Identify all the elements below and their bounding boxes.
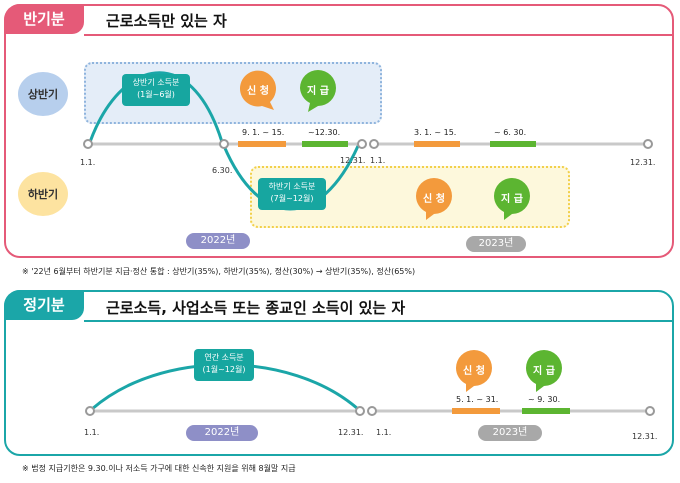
- tick-dot: [355, 406, 365, 416]
- pay-bubble-upper-shape: [300, 70, 336, 112]
- heading-underline: [84, 34, 672, 36]
- tick-dot: [643, 139, 653, 149]
- annual-period: (1월~12월): [202, 365, 246, 374]
- year-2022-badge: 2022년: [186, 233, 250, 249]
- tick-dot: [83, 139, 93, 149]
- apply-label: 신 청: [463, 366, 485, 377]
- first-half-pill: 상반기 소득분 (1월~6월): [122, 74, 190, 106]
- apply-label-lower: 신 청: [423, 194, 445, 205]
- pay-date-2023: ~ 6. 30.: [494, 128, 527, 137]
- pay-bar-2022: [302, 141, 348, 147]
- apply-bar-2022: [238, 141, 286, 147]
- tick-dot: [85, 406, 95, 416]
- regular-tag: 정기분: [4, 290, 84, 320]
- heading-underline: [84, 320, 672, 322]
- first-half-period: (1월~6월): [137, 90, 175, 99]
- apply-label-upper: 신 청: [247, 86, 269, 97]
- tick-label: 6.30.: [212, 166, 233, 175]
- first-half-title: 상반기 소득분: [132, 78, 180, 87]
- second-half-period: (7월~12월): [270, 194, 314, 203]
- half-year-tag: 반기분: [4, 4, 84, 34]
- apply-date: 5. 1. ~ 31.: [456, 395, 499, 404]
- tick-label: 1.1.: [80, 158, 96, 167]
- regular-heading: 근로소득, 사업소득 또는 종교인 소득이 있는 자: [106, 299, 406, 317]
- apply-bubble-upper-shape: [239, 70, 276, 110]
- half-year-heading: 근로소득만 있는 자: [106, 12, 227, 30]
- pay-label-lower: 지 급: [501, 194, 523, 205]
- pay-label-upper: 지 급: [307, 86, 329, 97]
- regular-panel: [4, 290, 674, 456]
- apply-bar: [452, 408, 500, 414]
- tick-label: 12.31.: [630, 158, 656, 167]
- tick-label: 1.1.: [376, 428, 392, 437]
- tick-label: 12.31.: [340, 156, 366, 165]
- tick-label: 1.1.: [370, 156, 386, 165]
- tick-dot: [645, 406, 655, 416]
- apply-date-2023: 3. 1. ~ 15.: [414, 128, 457, 137]
- half-year-panel: [4, 4, 674, 258]
- apply-bubble-shape: [456, 350, 492, 392]
- year-2023-badge: 2023년: [478, 425, 542, 441]
- tick-dot: [357, 139, 367, 149]
- pay-bubble-lower-shape: [494, 178, 530, 220]
- pay-date-2022: ~12.30.: [308, 128, 341, 137]
- tick-label: 12.31.: [338, 428, 364, 437]
- row-label-upper: 상반기: [18, 72, 68, 116]
- annual-title: 연간 소득분: [204, 353, 244, 362]
- note-regular: ※ 법정 지급기한은 9.30.이나 저소득 가구에 대한 신속한 지원을 위해…: [22, 464, 296, 473]
- tick-dot: [219, 139, 229, 149]
- note-half-year: ※ '22년 6월부터 하반기분 지급·정산 통합 : 상반기(35%), 하반…: [22, 267, 416, 276]
- apply-bar-2023: [414, 141, 460, 147]
- first-half-arc: [88, 71, 224, 143]
- apply-bubble-lower-shape: [416, 178, 452, 220]
- pay-bar-2023: [490, 141, 536, 147]
- year-2022-badge: 2022년: [186, 425, 258, 441]
- row-label-lower: 하반기: [18, 172, 68, 216]
- tick-dot: [367, 406, 377, 416]
- tick-dot: [369, 139, 379, 149]
- tick-label: 12.31.: [632, 432, 658, 441]
- pay-date: ~ 9. 30.: [528, 395, 561, 404]
- tick-label: 1.1.: [84, 428, 100, 437]
- apply-date-2022: 9. 1. ~ 15.: [242, 128, 285, 137]
- pay-label: 지 급: [533, 366, 555, 377]
- pay-bar: [522, 408, 570, 414]
- year-2023-badge: 2023년: [466, 236, 526, 252]
- annual-pill: 연간 소득분 (1월~12월): [194, 349, 254, 381]
- second-half-pill: 하반기 소득분 (7월~12월): [258, 178, 326, 210]
- pay-bubble-shape: [526, 350, 562, 392]
- second-half-title: 하반기 소득분: [268, 182, 316, 191]
